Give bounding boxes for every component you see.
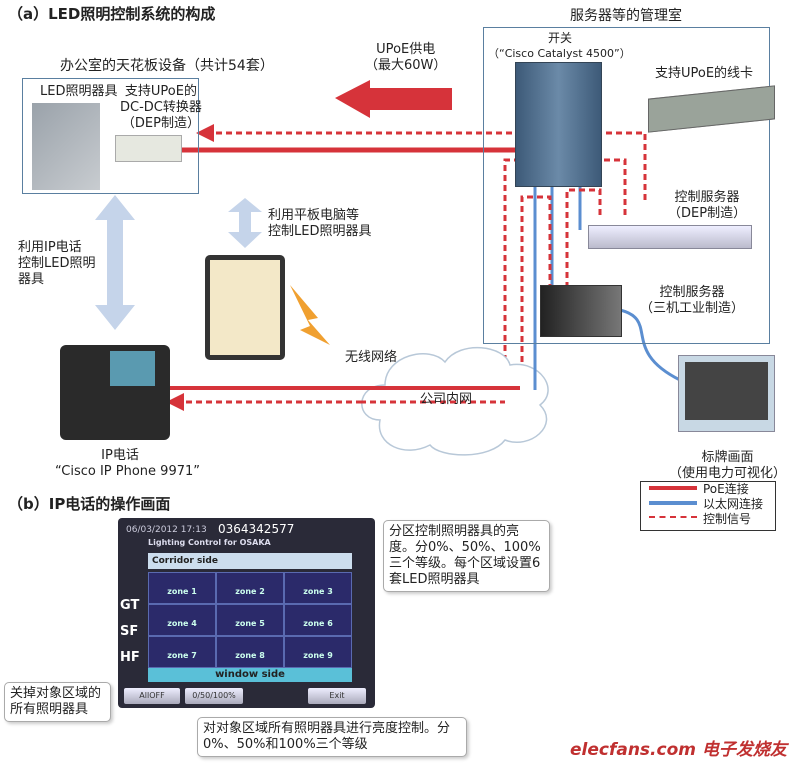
side-item[interactable]: HF xyxy=(120,650,140,665)
level-callout: 对对象区域所有照明器具进行亮度控制。分0%、50%和100%三个等级 xyxy=(197,717,467,757)
section-a-title: （a）LED照明控制系统的构成 xyxy=(8,5,216,23)
legend: PoE连接 以太网连接 控制信号 xyxy=(640,481,776,531)
screen-app-title: Lighting Control for OSAKA xyxy=(148,538,271,547)
wireless-lightning-icon xyxy=(290,285,330,345)
zone-label: zone 2 xyxy=(235,587,265,596)
server-room-title: 服务器等的管理室 xyxy=(570,8,682,24)
tablet-control-arrow xyxy=(228,198,262,248)
wireless-label: 无线网络 xyxy=(345,350,398,365)
ip-phone-label: IP电话“Cisco IP Phone 9971” xyxy=(55,448,200,479)
zone-callout: 分区控制照明器具的亮度。分0%、50%、100%三个等级。每个区域设置6套LED… xyxy=(383,520,550,592)
sanki-server-label: 控制服务器（三机工业制造） xyxy=(640,285,745,316)
signage-monitor-image xyxy=(678,355,775,432)
zone-cell[interactable]: zone 8 xyxy=(216,636,284,668)
all-off-callout: 关掉对象区域的所有照明器具 xyxy=(4,682,111,722)
zone-label: zone 7 xyxy=(167,651,197,660)
zone-label: zone 3 xyxy=(303,587,333,596)
zone-label: zone 6 xyxy=(303,619,333,628)
sanki-server-image xyxy=(540,285,622,337)
dep-server-label: 控制服务器（DEP制造） xyxy=(668,190,747,221)
converter-image xyxy=(115,135,182,162)
upoe-label: UPoE供电（最大60W） xyxy=(365,42,447,73)
zone-cell[interactable]: zone 1 xyxy=(148,572,216,604)
ip-phone-control-arrow xyxy=(95,195,135,330)
office-title: 办公室的天花板设备（共计54套） xyxy=(60,58,274,74)
ip-phone-screen: 06/03/2012 17:13 0364342577 Lighting Con… xyxy=(118,518,375,708)
side-item[interactable]: GT xyxy=(120,598,140,613)
zone-cell[interactable]: zone 2 xyxy=(216,572,284,604)
ip-phone-image xyxy=(60,345,170,440)
led-fixture-image xyxy=(32,103,100,190)
zone-label: zone 5 xyxy=(235,619,265,628)
led-label: LED照明器具 xyxy=(40,84,118,99)
upoe-power-arrow xyxy=(335,80,452,118)
intranet-label: 公司内网 xyxy=(420,392,473,407)
exit-button[interactable]: Exit xyxy=(308,688,366,704)
level-button[interactable]: 0/50/100% xyxy=(185,688,243,704)
legend-ethernet: 以太网连接 xyxy=(703,497,764,511)
office-box xyxy=(22,78,199,194)
line-card-label: 支持UPoE的线卡 xyxy=(655,66,754,81)
signage-label: 标牌画面（使用电力可视化） xyxy=(668,450,786,481)
side-item[interactable]: SF xyxy=(120,624,139,639)
all-off-button[interactable]: AllOFF xyxy=(124,688,180,704)
server-room-box xyxy=(483,27,770,344)
zone-label: zone 8 xyxy=(235,651,265,660)
zone-label: zone 4 xyxy=(167,619,197,628)
tablet-control-label: 利用平板电脑等控制LED照明器具 xyxy=(268,208,372,239)
zone-cell[interactable]: zone 5 xyxy=(216,604,284,636)
section-b-title: （b）IP电话的操作画面 xyxy=(8,495,171,513)
screen-datetime: 06/03/2012 17:13 xyxy=(126,525,207,535)
zone-label: zone 1 xyxy=(167,587,197,596)
screen-number: 0364342577 xyxy=(218,522,295,536)
switch-model: （“Cisco Catalyst 4500”） xyxy=(488,47,631,60)
legend-poe: PoE连接 xyxy=(703,482,749,496)
switch-image xyxy=(515,62,602,187)
corridor-side-bar: Corridor side xyxy=(148,553,352,569)
watermark: elecfans.com 电子发烧友 xyxy=(570,740,787,760)
ip-phone-control-label: 利用IP电话控制LED照明器具 xyxy=(18,240,96,287)
zone-cell[interactable]: zone 9 xyxy=(284,636,352,668)
zone-cell[interactable]: zone 4 xyxy=(148,604,216,636)
switch-label: 开关 xyxy=(548,31,573,45)
dep-server-image xyxy=(588,225,752,249)
window-side-bar: window side xyxy=(148,668,352,682)
legend-control: 控制信号 xyxy=(703,512,752,526)
zone-cell[interactable]: zone 6 xyxy=(284,604,352,636)
zone-label: zone 9 xyxy=(303,651,333,660)
zone-cell[interactable]: zone 3 xyxy=(284,572,352,604)
zone-cell[interactable]: zone 7 xyxy=(148,636,216,668)
tablet-image xyxy=(205,255,285,360)
